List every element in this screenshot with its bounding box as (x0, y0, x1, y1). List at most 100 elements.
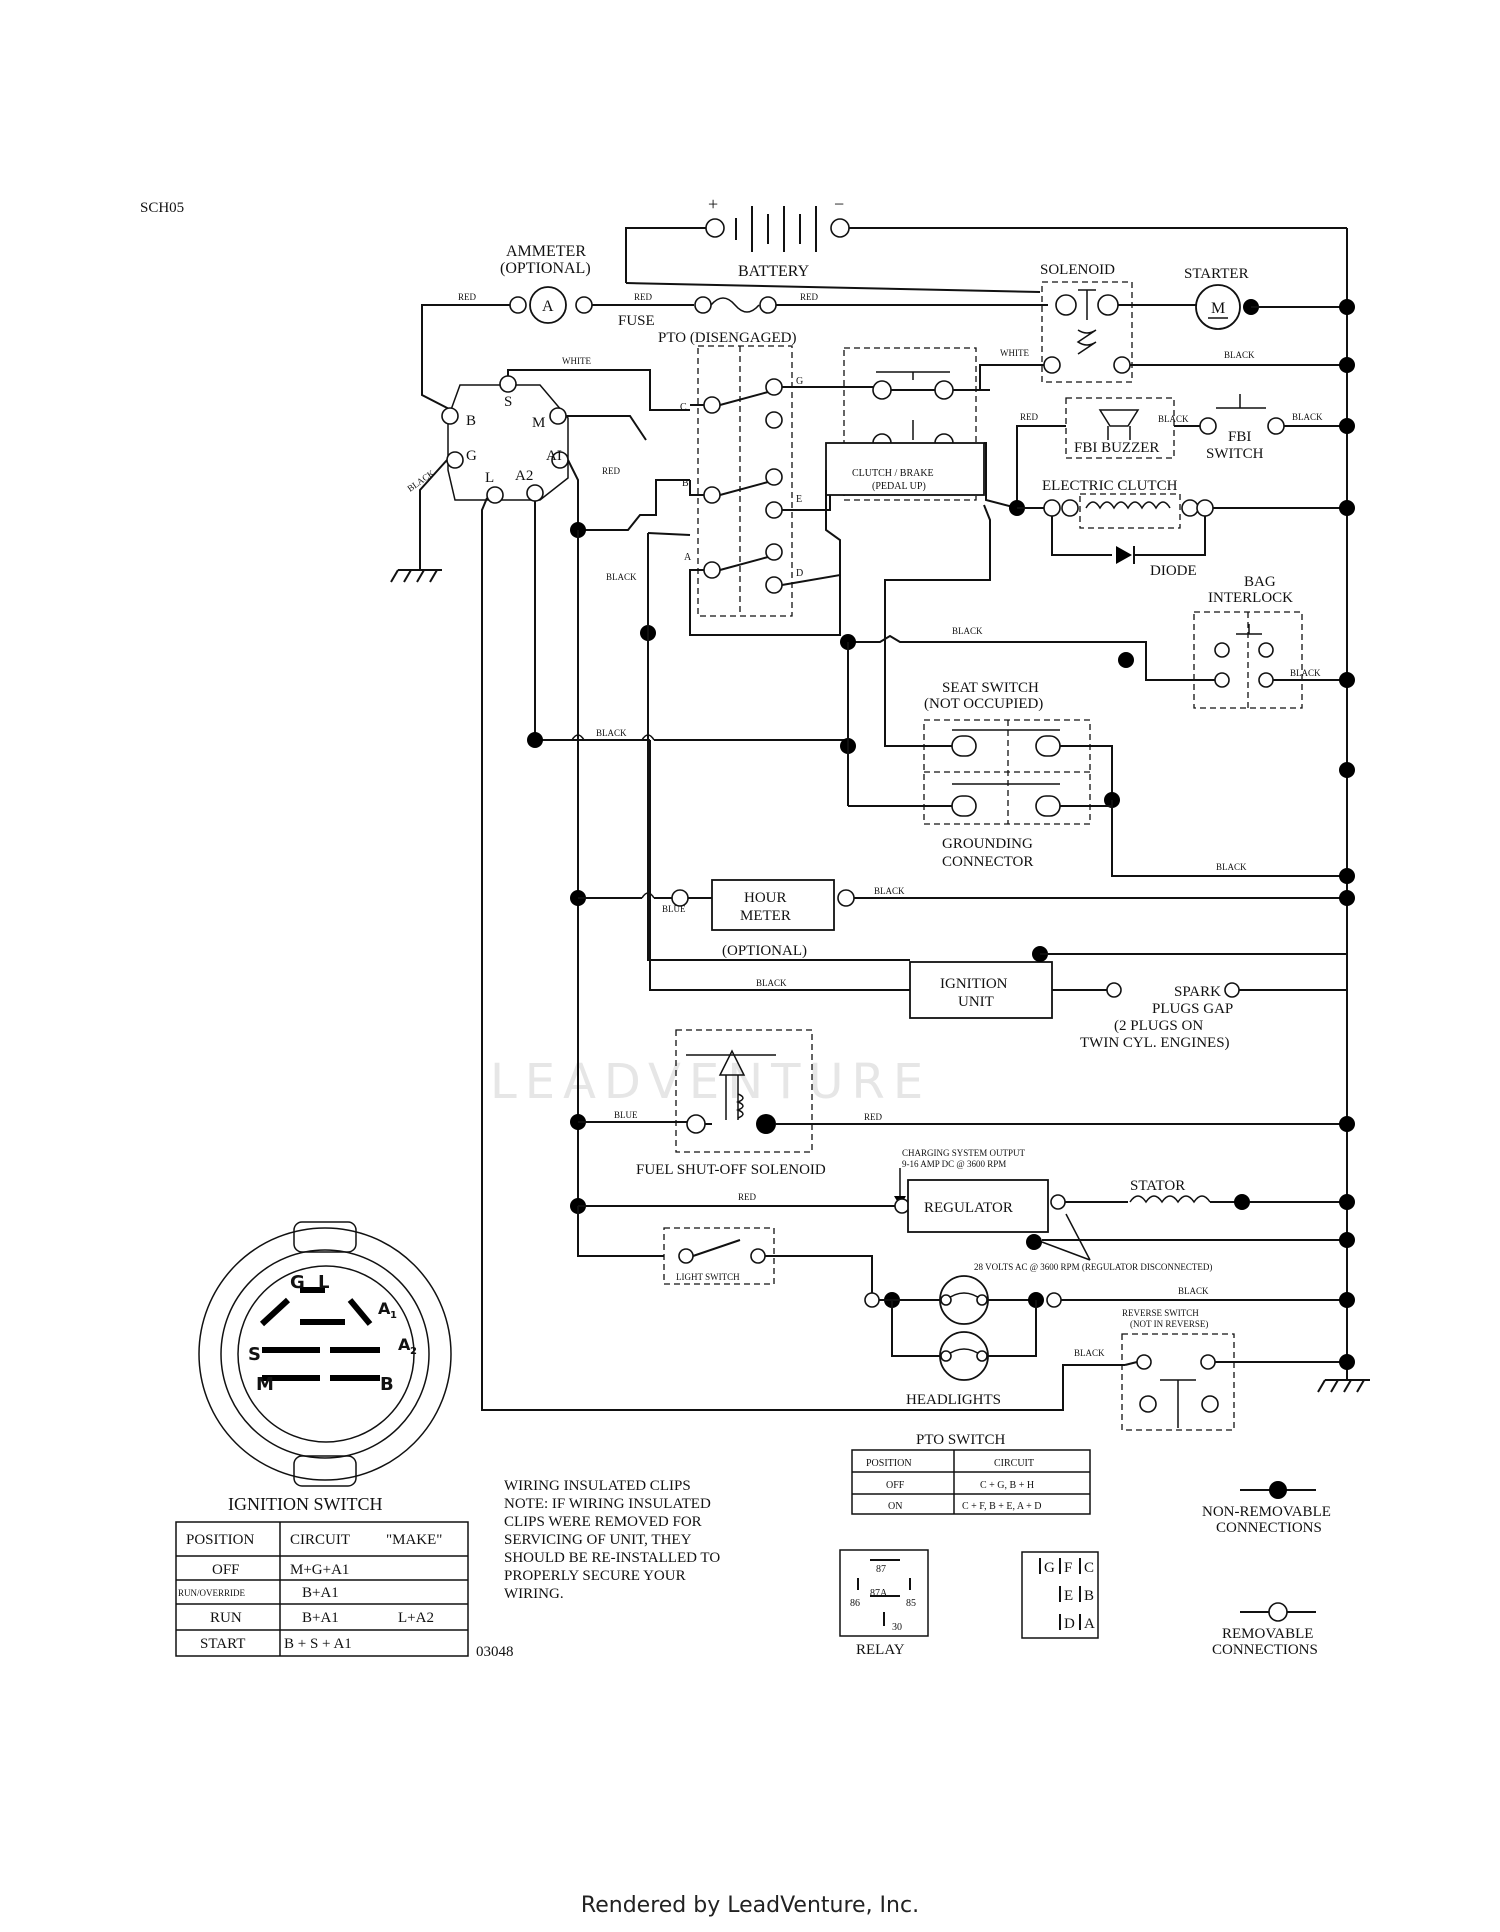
spark-l4: TWIN CYL. ENGINES) (1080, 1035, 1230, 1051)
pin-a: A (1084, 1616, 1095, 1632)
grounding-l2: CONNECTOR (942, 854, 1033, 870)
ammeter-symbol: A (542, 298, 554, 315)
wire-black-hl: BLACK (1178, 1286, 1209, 1296)
fuel-shutoff-label: FUEL SHUT-OFF SOLENOID (636, 1162, 826, 1178)
starter-label: STARTER (1184, 266, 1249, 282)
diagram-id: SCH05 (140, 200, 184, 216)
electric-clutch: ELECTRIC CLUTCH DIODE (1009, 478, 1347, 579)
bag-interlock: BAG INTERLOCK BLACK BLACK (848, 574, 1347, 709)
starter-symbol: M (1211, 300, 1225, 317)
stator-label: STATOR (1130, 1178, 1185, 1194)
wire-black-seat: BLACK (1216, 862, 1247, 872)
face-l: L (318, 1272, 329, 1293)
ign-row3-circ: B + S + A1 (284, 1636, 352, 1652)
pin-d: D (1064, 1616, 1075, 1632)
pto-term-b: B (682, 478, 689, 489)
relay-87: 87 (876, 1564, 886, 1575)
clutch-brake-l2: (PEDAL UP) (872, 481, 926, 492)
wire-black-1: BLACK (1224, 350, 1255, 360)
note-line-3: SERVICING OF UNIT, THEY (504, 1532, 692, 1548)
pin-grid: G F C E B D A (1021, 1551, 1099, 1639)
legend: NON-REMOVABLE CONNECTIONS REMOVABLE CONN… (1202, 1481, 1331, 1658)
battery-negative: − (834, 194, 844, 214)
ign-row1-pos: RUN/OVERRIDE (178, 1588, 246, 1598)
relay-85: 85 (906, 1598, 916, 1609)
clutch-brake-l1: CLUTCH / BRAKE (852, 468, 934, 479)
face-s: S (248, 1344, 261, 1365)
starter: M STARTER (1184, 266, 1347, 330)
bus-junctions (1339, 299, 1355, 1370)
face-a1-sub: 1 (390, 1310, 397, 1321)
seat-switch: SEAT SWITCH (NOT OCCUPIED) BLACK GROUNDI… (840, 634, 1347, 877)
wire-black-b: BLACK (606, 572, 637, 582)
ign-term-s: S (504, 394, 512, 410)
hour-meter-l2: METER (740, 908, 791, 924)
wire-red-1: RED (458, 292, 477, 302)
face-g: G (290, 1272, 305, 1293)
electric-clutch-label: ELECTRIC CLUTCH (1042, 478, 1178, 494)
watermark: LEADVENTURE (490, 1054, 931, 1110)
regulator-note: 28 VOLTS AC @ 3600 RPM (REGULATOR DISCON… (974, 1262, 1212, 1272)
wire-red-fbi: RED (1020, 412, 1039, 422)
ign-term-m: M (532, 415, 545, 431)
face-a2: A (398, 1335, 411, 1354)
ign-th-circuit: CIRCUIT (290, 1532, 350, 1548)
pto-th-circuit: CIRCUIT (994, 1458, 1034, 1469)
pto-switch: PTO (DISENGAGED) C G B E A D (658, 330, 880, 636)
pto-term-g: G (796, 376, 803, 387)
face-a2-sub: 2 (410, 1346, 417, 1357)
face-m: M (256, 1374, 274, 1395)
wire-white-1: WHITE (1000, 348, 1029, 358)
note-line-6: WIRING. (504, 1586, 564, 1602)
grounding-l1: GROUNDING (942, 836, 1033, 852)
ign-term-g: G (466, 448, 477, 464)
wire-white-s: WHITE (562, 356, 591, 366)
hour-meter: HOUR METER (OPTIONAL) BLUE BLACK (570, 879, 1347, 959)
pto-term-a: A (684, 552, 692, 563)
pto-table: PTO SWITCH POSITION CIRCUIT OFF C + G, B… (851, 1432, 1091, 1515)
wire-black-bus: BLACK (596, 728, 627, 738)
spark-l3: (2 PLUGS ON (1114, 1018, 1203, 1034)
footer-credit: Rendered by LeadVenture, Inc. (580, 1893, 920, 1918)
relay-label: RELAY (856, 1642, 905, 1658)
wiring-note: WIRING INSULATED CLIPS NOTE: IF WIRING I… (504, 1478, 720, 1602)
hour-meter-l1: HOUR (744, 890, 787, 906)
wire-red-reg: RED (738, 1192, 757, 1202)
ignition-unit: BLACK IGNITION UNIT SPARK PLUGS GAP (2 P… (649, 740, 1347, 1051)
ign-th-make: "MAKE" (386, 1532, 442, 1548)
ammeter: A AMMETER (OPTIONAL) RED (421, 243, 593, 413)
drawing-no: 03048 (476, 1644, 514, 1660)
ign-row0-pos: OFF (212, 1562, 240, 1578)
pin-c: C (1084, 1560, 1094, 1576)
wire-blue-hm: BLUE (662, 904, 686, 914)
relay-30: 30 (892, 1622, 902, 1633)
ign-row2-circ: B+A1 (302, 1610, 339, 1626)
ignition-unit-l1: IGNITION (940, 976, 1008, 992)
relay: 87 87A 86 85 30 RELAY (839, 1549, 929, 1658)
bag-interlock-l1: BAG (1244, 574, 1276, 590)
fbi-buzzer: FBI BUZZER RED BLACK (1016, 397, 1200, 508)
spark-l1: SPARK (1174, 984, 1221, 1000)
legend-nonremovable-l2: CONNECTIONS (1216, 1520, 1322, 1536)
fbi-buzzer-label: FBI BUZZER (1074, 440, 1159, 456)
charging-l2: 9-16 AMP DC @ 3600 RPM (902, 1159, 1006, 1169)
battery: + − BATTERY (625, 194, 1347, 283)
pto-row0-circ: C + G, B + H (980, 1480, 1034, 1491)
wire-red-ai: RED (602, 466, 621, 476)
solenoid: SOLENOID WHITE BLACK (979, 262, 1347, 390)
note-line-4: SHOULD BE RE-INSTALLED TO (504, 1550, 720, 1566)
fuse-label: FUSE (618, 313, 655, 329)
ign-row2-pos: RUN (210, 1610, 242, 1626)
ignition-unit-l2: UNIT (958, 994, 994, 1010)
wire-black-fbi1: BLACK (1158, 414, 1189, 424)
pto-table-title: PTO SWITCH (916, 1432, 1005, 1448)
light-switch: LIGHT SWITCH (577, 1206, 873, 1300)
ground-bus (1317, 228, 1370, 1393)
headlights-label: HEADLIGHTS (906, 1392, 1001, 1408)
wire-black-hm: BLACK (874, 886, 905, 896)
legend-nonremovable-l1: NON-REMOVABLE (1202, 1504, 1331, 1520)
regulator: CHARGING SYSTEM OUTPUT 9-16 AMP DC @ 360… (570, 1148, 1347, 1272)
wire-black-iu: BLACK (756, 978, 787, 988)
reverse-l1: REVERSE SWITCH (1122, 1308, 1199, 1318)
